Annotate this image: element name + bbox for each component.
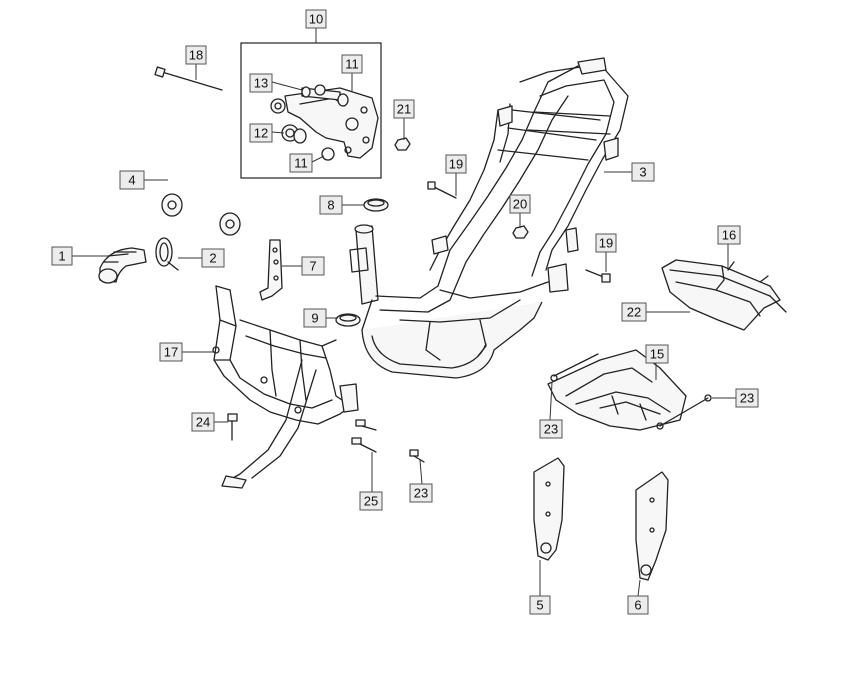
svg-text:7: 7 xyxy=(309,259,316,274)
callout-9: 9 xyxy=(303,308,327,328)
part-18-long-bolt xyxy=(154,66,223,91)
svg-text:19: 19 xyxy=(449,157,463,172)
callout-11-top: 11 xyxy=(341,54,363,74)
svg-text:11: 11 xyxy=(294,156,308,171)
svg-text:13: 13 xyxy=(254,76,268,91)
callout-19-top: 19 xyxy=(445,154,467,174)
callout-5: 5 xyxy=(529,595,551,615)
part-24-bolt xyxy=(227,413,238,441)
part-4-u-bracket xyxy=(161,146,241,236)
callout-15: 15 xyxy=(645,344,669,364)
part-11-bushing-top xyxy=(337,93,349,107)
callout-6: 6 xyxy=(627,595,649,615)
callout-7: 7 xyxy=(301,256,325,276)
part-21-nut xyxy=(394,137,411,151)
callout-23-center: 23 xyxy=(409,483,433,503)
part-19-bolt-right xyxy=(585,269,611,283)
svg-text:12: 12 xyxy=(254,126,268,141)
svg-text:11: 11 xyxy=(345,57,359,72)
part-13-pin xyxy=(301,84,341,101)
svg-text:16: 16 xyxy=(722,228,736,243)
svg-text:24: 24 xyxy=(196,415,210,430)
svg-text:2: 2 xyxy=(209,251,216,266)
part-12-bearing xyxy=(281,124,307,144)
part-6-side-plate xyxy=(635,471,669,581)
part-10-top-bushing xyxy=(270,98,286,114)
part-11-bushing-bottom xyxy=(321,147,335,161)
callout-8: 8 xyxy=(319,195,343,215)
svg-text:22: 22 xyxy=(627,305,641,320)
callout-24: 24 xyxy=(191,412,215,432)
part-7-plate xyxy=(259,239,283,301)
callout-4: 4 xyxy=(119,170,145,190)
part-16-rear-tray xyxy=(661,259,787,331)
callout-3: 3 xyxy=(631,162,655,182)
part-2-clamp xyxy=(155,237,179,271)
svg-text:1: 1 xyxy=(58,249,65,264)
callout-10: 10 xyxy=(305,9,327,29)
callout-1: 1 xyxy=(51,246,73,266)
svg-text:18: 18 xyxy=(189,48,203,63)
part-9-ring xyxy=(335,313,361,327)
part-15-lower-cover xyxy=(547,349,712,431)
callout-2: 2 xyxy=(201,248,225,268)
svg-text:25: 25 xyxy=(364,494,378,509)
svg-text:23: 23 xyxy=(740,391,754,406)
subassembly-box xyxy=(240,42,382,179)
callout-17: 17 xyxy=(159,342,183,362)
svg-text:23: 23 xyxy=(544,422,558,437)
callout-22: 22 xyxy=(621,302,647,322)
part-1-intake-elbow xyxy=(98,247,147,284)
part-17-center-stand xyxy=(212,285,359,489)
callout-23-left: 23 xyxy=(539,419,563,439)
svg-text:5: 5 xyxy=(536,598,543,613)
part-5-side-plate xyxy=(533,457,565,561)
svg-text:8: 8 xyxy=(327,198,334,213)
svg-text:15: 15 xyxy=(650,347,664,362)
svg-text:10: 10 xyxy=(309,12,323,27)
callout-23-right: 23 xyxy=(735,388,759,408)
svg-text:19: 19 xyxy=(599,236,613,251)
callout-13: 13 xyxy=(249,73,273,93)
part-25-bolts xyxy=(351,419,377,453)
callout-12: 12 xyxy=(249,123,273,143)
callout-19-right: 19 xyxy=(595,233,617,253)
svg-text:17: 17 xyxy=(164,345,178,360)
leader-lines xyxy=(72,28,736,597)
part-20-nut xyxy=(512,225,529,239)
callout-21: 21 xyxy=(393,99,415,119)
svg-text:4: 4 xyxy=(128,173,135,188)
callout-20: 20 xyxy=(509,194,531,214)
callout-25: 25 xyxy=(359,491,383,511)
part-19-bolt-top xyxy=(427,181,457,199)
callout-18: 18 xyxy=(185,45,207,65)
svg-text:20: 20 xyxy=(513,197,527,212)
svg-text:6: 6 xyxy=(634,598,641,613)
svg-text:23: 23 xyxy=(414,486,428,501)
part-3-main-frame xyxy=(349,57,629,379)
svg-text:3: 3 xyxy=(639,165,646,180)
svg-text:21: 21 xyxy=(397,102,411,117)
svg-text:9: 9 xyxy=(311,311,318,326)
part-23-bolt-center xyxy=(409,449,425,463)
callout-11-bottom: 11 xyxy=(289,153,313,173)
part-8-ring xyxy=(363,198,389,212)
callout-16: 16 xyxy=(717,225,741,245)
